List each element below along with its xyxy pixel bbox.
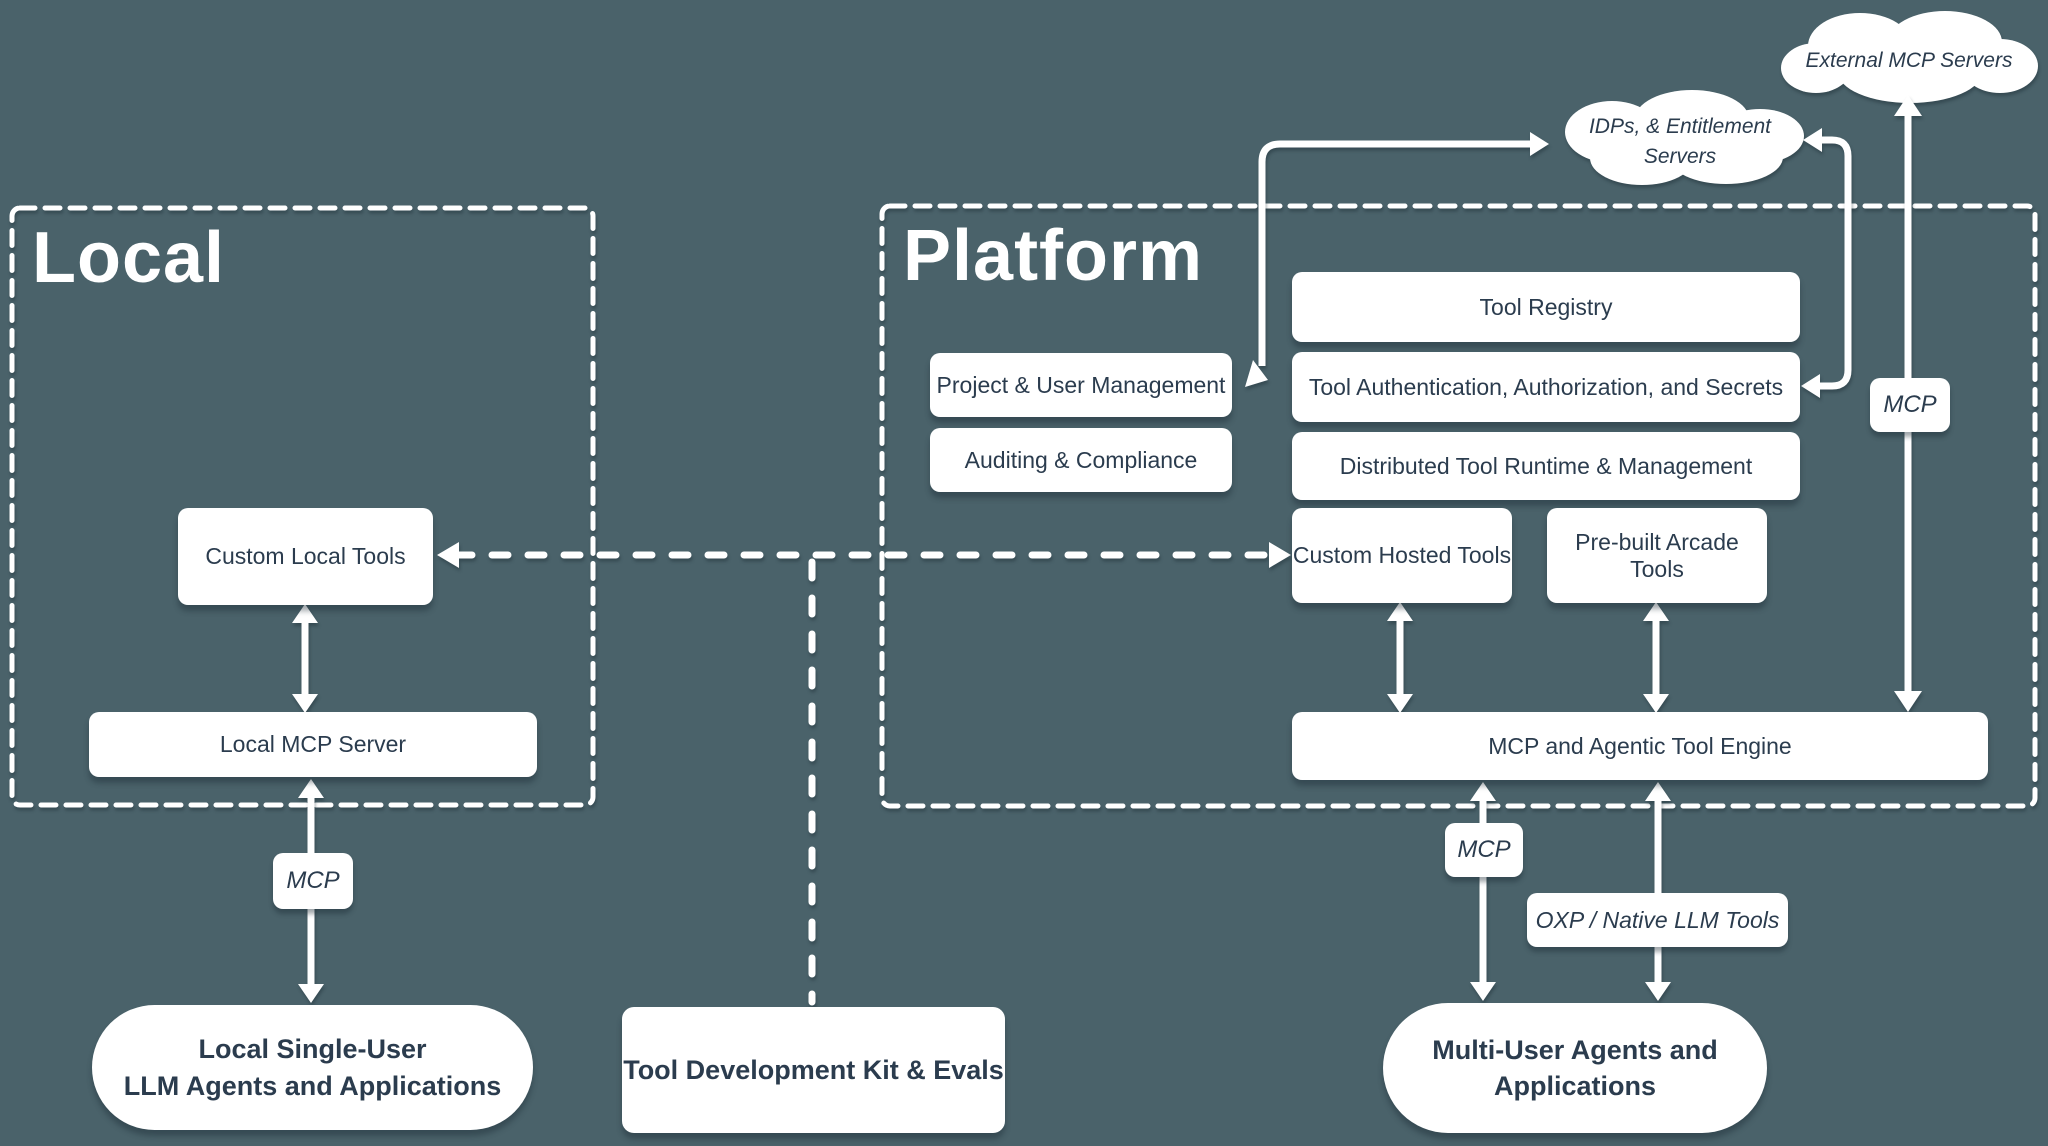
distributed-runtime-box: Distributed Tool Runtime & Management (1292, 432, 1800, 500)
platform-zone-border (879, 203, 2038, 809)
local-mcp-protocol-label: MCP (286, 867, 340, 894)
external-mcp-cloud-label: External MCP Servers (1805, 49, 2013, 72)
auditing-compliance-box: Auditing & Compliance (930, 428, 1232, 492)
local-mcp-server-box: Local MCP Server (89, 712, 537, 777)
custom-local-tools-label: Custom Local Tools (205, 543, 406, 569)
oxp-protocol-label: OXP / Native LLM Tools (1535, 906, 1780, 933)
bottom-mcp-protocol-label: MCP (1457, 836, 1511, 863)
idps-cloud-label: IDPs, & Entitlement Servers (1570, 112, 1790, 173)
project-user-mgmt-box: Project & User Management (930, 353, 1232, 417)
platform-zone-title: Platform (903, 216, 1204, 296)
idps-cloud-label-line2: Servers (1643, 145, 1717, 169)
arrow-custom-hosted-to-engine (1387, 602, 1413, 713)
local-zone-border (9, 205, 596, 808)
connector-idps-to-toolauth (1801, 128, 1852, 398)
tool-dev-kit-box: Tool Development Kit & Evals (622, 1007, 1005, 1133)
prebuilt-arcade-tools-label: Pre-built Arcade Tools (1575, 528, 1739, 582)
multi-user-agents-pill: Multi-User Agents and Applications (1383, 1003, 1767, 1133)
tool-auth-box: Tool Authentication, Authorization, and … (1292, 352, 1800, 422)
tool-registry-box: Tool Registry (1292, 272, 1800, 342)
external-mcp-cloud (1781, 11, 2038, 103)
local-agents-line2: LLM Agents and Applications (123, 1070, 502, 1101)
arrow-engine-to-multiuser-oxp (1645, 782, 1671, 1001)
local-agents-line1: Local Single-User (198, 1034, 427, 1065)
custom-local-tools-box: Custom Local Tools (178, 508, 433, 605)
arrow-prebuilt-to-engine (1643, 602, 1669, 713)
connector-project-to-idps (1245, 132, 1549, 387)
multi-user-agents-line1: Multi-User Agents and (1432, 1034, 1718, 1065)
tool-registry-label: Tool Registry (1479, 293, 1613, 320)
local-agents-pill: Local Single-User LLM Agents and Applica… (92, 1005, 533, 1130)
tool-auth-label: Tool Authentication, Authorization, and … (1308, 373, 1784, 400)
dashed-arrow-local-hosted (437, 542, 1291, 568)
local-mcp-protocol-tag: MCP (273, 853, 353, 909)
local-mcp-server-label: Local MCP Server (219, 731, 407, 757)
oxp-protocol-tag: OXP / Native LLM Tools (1527, 893, 1788, 947)
mcp-agentic-engine-label: MCP and Agentic Tool Engine (1488, 732, 1792, 759)
local-zone-title: Local (32, 218, 226, 298)
idps-cloud (1565, 90, 1804, 185)
right-mcp-protocol-tag: MCP (1870, 378, 1950, 432)
prebuilt-arcade-tools-box: Pre-built Arcade Tools (1547, 508, 1767, 603)
mcp-agentic-engine-box: MCP and Agentic Tool Engine (1292, 712, 1988, 780)
bottom-mcp-protocol-tag: MCP (1445, 823, 1523, 877)
distributed-runtime-label: Distributed Tool Runtime & Management (1339, 452, 1753, 479)
idps-cloud-label-line1: IDPs, & Entitlement (1588, 115, 1772, 138)
custom-hosted-tools-box: Custom Hosted Tools (1292, 508, 1512, 603)
arrow-custom-local-to-local-mcp (292, 604, 318, 713)
project-user-mgmt-label: Project & User Management (936, 371, 1226, 398)
tool-dev-kit-label: Tool Development Kit & Evals (623, 1054, 1004, 1085)
arrow-engine-to-multiuser-mcp (1470, 782, 1496, 1001)
custom-hosted-tools-label: Custom Hosted Tools (1292, 542, 1512, 568)
right-mcp-protocol-label: MCP (1883, 391, 1937, 418)
auditing-compliance-label: Auditing & Compliance (964, 446, 1198, 473)
multi-user-agents-line2: Applications (1493, 1071, 1656, 1101)
